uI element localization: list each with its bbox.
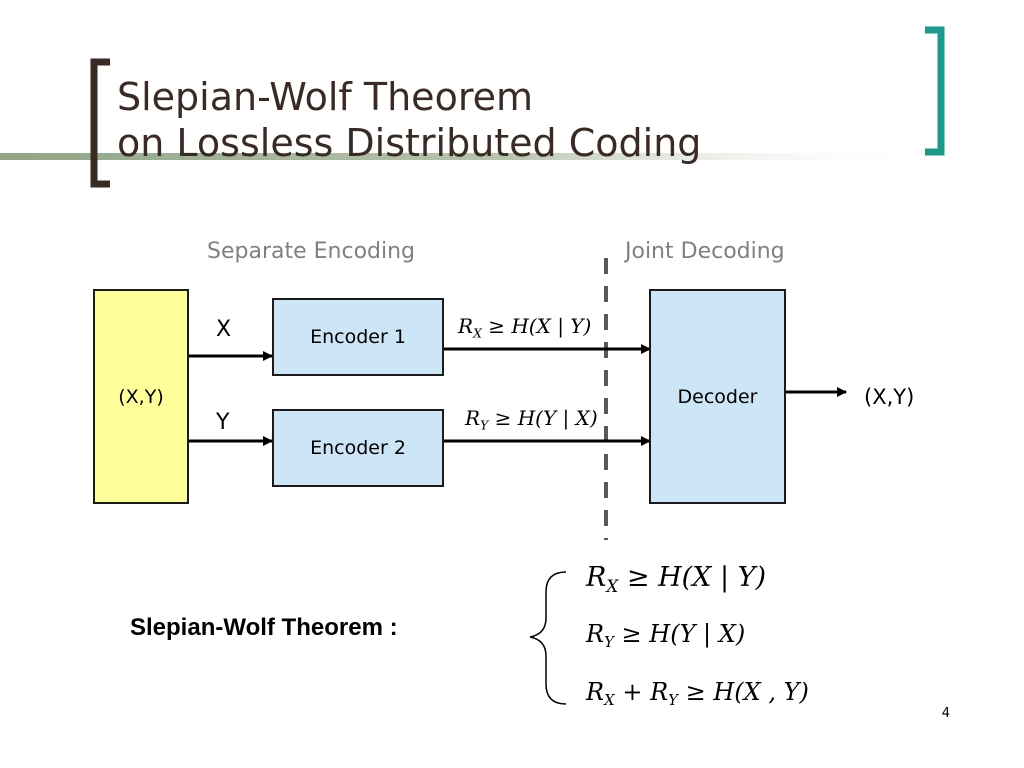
encoder1-box: Encoder 1 xyxy=(272,298,444,376)
theorem-label: Slepian-Wolf Theorem : xyxy=(130,614,398,641)
title-line-1: Slepian-Wolf Theorem xyxy=(117,75,533,119)
joint-decoding-label: Joint Decoding xyxy=(625,239,785,264)
signal-y-label: Y xyxy=(216,410,230,435)
encoder1-label: Encoder 1 xyxy=(310,326,406,348)
title-rule-line xyxy=(0,153,930,160)
decoder-label: Decoder xyxy=(677,385,758,408)
slide-title: Slepian-Wolf Theorem on Lossless Distrib… xyxy=(117,74,701,166)
eq3-subscript-1: X xyxy=(604,691,615,710)
signal-x-label: X xyxy=(216,317,232,342)
theorem-brace xyxy=(529,571,567,705)
eq3-symbol-1: R xyxy=(586,678,605,706)
eq1-subscript: X xyxy=(606,575,619,596)
eq1-bound: ≥ H(X | Y) xyxy=(626,562,766,593)
rate-x-bound: ≥ H(X | Y) xyxy=(488,314,592,338)
eq3-plus: + xyxy=(622,678,643,706)
eq2-subscript: Y xyxy=(604,633,614,652)
rate-x-label: RX ≥ H(X | Y) xyxy=(458,314,592,341)
eq3-subscript-2: Y xyxy=(668,691,678,710)
title-line-2: on Lossless Distributed Coding xyxy=(117,121,702,165)
rate-y-symbol: R xyxy=(465,406,481,430)
left-bracket xyxy=(90,58,110,188)
rate-y-subscript: Y xyxy=(480,417,489,433)
source-label: (X,Y) xyxy=(118,385,164,408)
theorem-eq-3: RX + RY ≥ H(X , Y) xyxy=(586,678,809,710)
encoder2-box: Encoder 2 xyxy=(272,409,444,487)
theorem-eq-1: RX ≥ H(X | Y) xyxy=(586,562,766,596)
decoder-box: Decoder xyxy=(649,289,786,504)
eq1-symbol: R xyxy=(586,562,607,593)
separate-encoding-label: Separate Encoding xyxy=(207,239,416,264)
eq3-bound: ≥ H(X , Y) xyxy=(685,678,809,706)
eq2-symbol: R xyxy=(586,620,605,648)
right-bracket xyxy=(925,26,945,156)
rate-x-subscript: X xyxy=(473,325,482,341)
source-box: (X,Y) xyxy=(93,289,189,504)
output-label: (X,Y) xyxy=(864,385,915,409)
encoder2-label: Encoder 2 xyxy=(310,437,406,459)
eq3-symbol-2: R xyxy=(650,678,669,706)
rate-x-symbol: R xyxy=(458,314,474,338)
page-number: 4 xyxy=(941,706,950,721)
theorem-eq-2: RY ≥ H(Y | X) xyxy=(586,620,746,652)
rate-y-label: RY ≥ H(Y | X) xyxy=(465,406,598,433)
eq2-bound: ≥ H(Y | X) xyxy=(621,620,746,648)
rate-y-bound: ≥ H(Y | X) xyxy=(494,406,598,430)
